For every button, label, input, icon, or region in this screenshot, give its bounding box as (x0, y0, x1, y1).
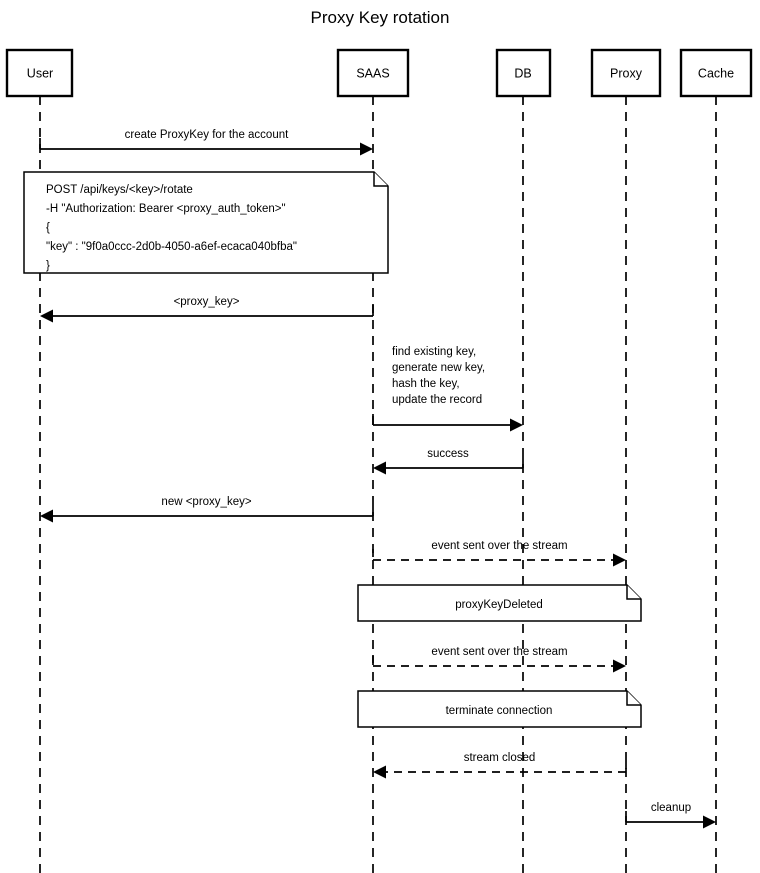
messages-layer: create ProxyKey for the account <proxy_ke… (39, 129, 716, 829)
message-arrowhead-msg-event-stream-1 (613, 553, 626, 567)
note-line-note-post-rotate: -H "Authorization: Bearer <proxy_auth_to… (46, 203, 286, 215)
message-label-msg-cleanup: cleanup (651, 802, 691, 814)
participant-box-proxy (590, 48, 662, 98)
message-msg-saas-db-update: find existing key, generate new key, hash … (372, 346, 523, 432)
message-arrowhead-msg-stream-closed (373, 765, 386, 779)
participant-proxy[interactable]: Proxy (590, 48, 662, 98)
note-body-note-post-rotate (23, 171, 389, 274)
page-title: Proxy Key rotation (311, 8, 450, 27)
note-fold-corner-note-proxykeydeleted (626, 585, 641, 600)
participant-label-saas: SAAS (356, 67, 389, 81)
note-line-note-terminate-connection: terminate connection (446, 705, 553, 717)
participant-box-saas (336, 48, 410, 98)
message-label-msg-event-stream-2: event sent over the stream (431, 646, 567, 658)
message-msg-event-stream-1: event sent over the stream (372, 540, 626, 567)
message-arrowhead-msg-proxy-key-return (40, 309, 53, 323)
participant-box-user (5, 48, 74, 98)
participant-cache[interactable]: Cache (679, 48, 753, 98)
participant-box-cache (679, 48, 753, 98)
notes-layer: POST /api/keys/<key>/rotate -H "Authoriza… (23, 171, 642, 728)
participants-layer: User SAAS DB Proxy Cache (5, 48, 753, 98)
message-arrowhead-msg-create-proxykey (360, 142, 373, 156)
message-arrowhead-msg-new-proxy-key (40, 509, 53, 523)
note-fold-corner-note-terminate-connection (626, 691, 641, 706)
note-note-proxykeydeleted: proxyKeyDeleted (357, 584, 642, 622)
note-line-note-post-rotate: POST /api/keys/<key>/rotate (46, 184, 193, 196)
message-label-msg-proxy-key-return: <proxy_key> (174, 296, 240, 308)
participant-label-user: User (27, 67, 53, 81)
note-line-note-post-rotate: "key" : "9f0a0ccc-2d0b-4050-a6ef-ecaca04… (46, 241, 297, 253)
note-fold-corner-note-post-rotate (373, 172, 388, 187)
participant-user[interactable]: User (5, 48, 74, 98)
message-label-msg-saas-db-update: find existing key, (392, 346, 476, 358)
message-arrowhead-msg-saas-db-update (510, 418, 523, 432)
message-msg-new-proxy-key: new <proxy_key> (40, 496, 374, 523)
note-note-post-rotate: POST /api/keys/<key>/rotate -H "Authoriza… (23, 171, 389, 274)
message-msg-db-success: success (373, 448, 524, 475)
note-line-note-post-rotate: { (46, 222, 50, 234)
participant-box-db (495, 48, 552, 98)
message-label-msg-event-stream-1: event sent over the stream (431, 540, 567, 552)
message-msg-create-proxykey: create ProxyKey for the account (39, 129, 373, 156)
note-line-note-post-rotate: } (46, 260, 50, 272)
message-label-msg-stream-closed: stream closed (464, 752, 536, 764)
message-msg-proxy-key-return: <proxy_key> (40, 296, 374, 323)
participant-label-proxy: Proxy (610, 67, 643, 81)
message-msg-event-stream-2: event sent over the stream (372, 646, 626, 673)
participant-label-db: DB (514, 67, 531, 81)
note-body-note-proxykeydeleted (357, 584, 642, 622)
message-label-msg-saas-db-update: generate new key, (392, 362, 485, 374)
note-note-terminate-connection: terminate connection (357, 690, 642, 728)
message-label-msg-db-success: success (427, 448, 469, 460)
message-arrowhead-msg-cleanup (703, 815, 716, 829)
message-label-msg-saas-db-update: hash the key, (392, 378, 460, 390)
note-body-note-terminate-connection (357, 690, 642, 728)
participant-label-cache: Cache (698, 67, 734, 81)
message-arrowhead-msg-db-success (373, 461, 386, 475)
message-msg-stream-closed: stream closed (373, 752, 627, 779)
message-arrowhead-msg-event-stream-2 (613, 659, 626, 673)
participant-db[interactable]: DB (495, 48, 552, 98)
message-label-msg-new-proxy-key: new <proxy_key> (161, 496, 251, 508)
participant-saas[interactable]: SAAS (336, 48, 410, 98)
message-msg-cleanup: cleanup (625, 802, 716, 829)
message-label-msg-saas-db-update: update the record (392, 394, 482, 406)
note-line-note-proxykeydeleted: proxyKeyDeleted (455, 599, 543, 611)
message-label-msg-create-proxykey: create ProxyKey for the account (125, 129, 289, 141)
